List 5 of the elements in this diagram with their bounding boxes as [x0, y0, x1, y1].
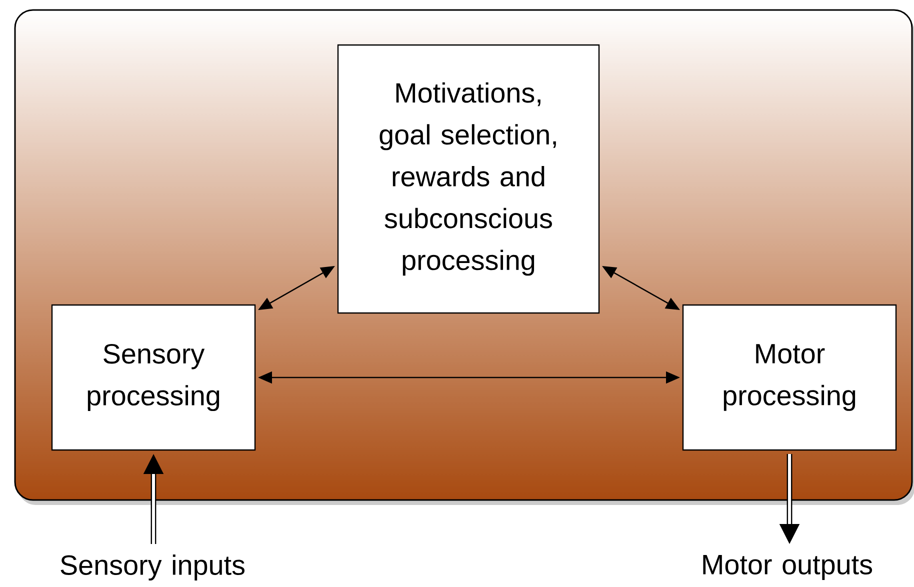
process-box: Motivations, goal selection, rewards and subconscious processing [337, 44, 600, 314]
process-box: Sensory processing [51, 304, 256, 451]
io-label: Motor outputs [703, 555, 872, 580]
io-label: Sensory inputs [60, 554, 244, 580]
process-box: Motor processing [682, 304, 897, 451]
